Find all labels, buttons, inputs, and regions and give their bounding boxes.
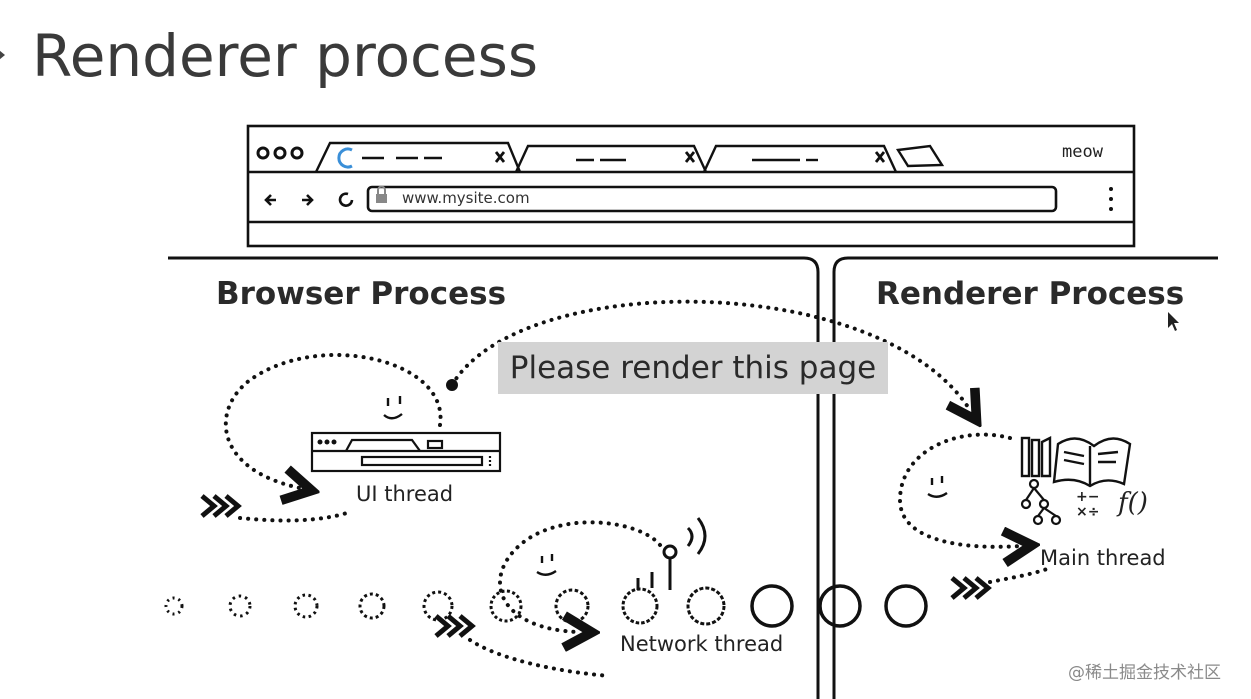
pencils-icon bbox=[1020, 436, 1052, 478]
ui-thread-tail bbox=[238, 510, 352, 523]
main-thread-loop bbox=[897, 432, 1020, 547]
browser-window-frame bbox=[246, 124, 1136, 248]
user-label: meow bbox=[1062, 142, 1103, 162]
function-symbol-icon: f() bbox=[1118, 488, 1148, 518]
title-bullet-icon bbox=[0, 46, 5, 64]
renderer-process-label: Renderer Process bbox=[876, 276, 1185, 312]
network-thread-tail bbox=[468, 638, 612, 678]
network-thread-label: Network thread bbox=[620, 632, 784, 656]
ipc-message-text: Please render this page bbox=[509, 350, 877, 386]
nav-buttons bbox=[264, 192, 354, 207]
main-thread-chevrons-icon bbox=[950, 576, 992, 600]
ipc-message-box: Please render this page bbox=[498, 342, 888, 394]
math-symbols-icon: +− ×÷ bbox=[1076, 489, 1100, 520]
network-thread-face-icon bbox=[536, 554, 557, 576]
window-controls-icon bbox=[256, 146, 304, 160]
mini-browser-icon bbox=[310, 431, 502, 473]
more-menu-icon bbox=[1109, 187, 1113, 211]
watermark: @稀土掘金技术社区 bbox=[1068, 663, 1221, 683]
ui-thread-label: UI thread bbox=[356, 482, 454, 506]
browser-tabs bbox=[314, 141, 945, 173]
ui-thread-chevrons-icon bbox=[200, 494, 242, 518]
loading-spinner-icon bbox=[337, 147, 353, 169]
ipc-arrow bbox=[450, 299, 970, 410]
renderer-process-box bbox=[832, 256, 1218, 699]
ui-thread-loop bbox=[223, 352, 443, 488]
main-thread-face-icon bbox=[927, 476, 948, 498]
lock-icon bbox=[376, 194, 387, 203]
browser-process-label: Browser Process bbox=[216, 276, 507, 312]
main-thread-label: Main thread bbox=[1040, 546, 1166, 570]
book-icon bbox=[1052, 437, 1132, 488]
url-bar bbox=[366, 185, 1058, 213]
url-text: www.mysite.com bbox=[402, 189, 530, 207]
main-thread-tail bbox=[988, 566, 1052, 584]
slide-title: Renderer process bbox=[32, 22, 539, 90]
mouse-cursor-icon bbox=[1168, 312, 1179, 331]
antenna-icon bbox=[636, 517, 707, 590]
network-thread-loop bbox=[498, 520, 662, 632]
thread-pool-circles bbox=[164, 584, 928, 628]
ui-thread-face-icon bbox=[383, 396, 403, 420]
browser-process-box bbox=[168, 256, 820, 699]
tree-icon bbox=[1020, 478, 1062, 526]
